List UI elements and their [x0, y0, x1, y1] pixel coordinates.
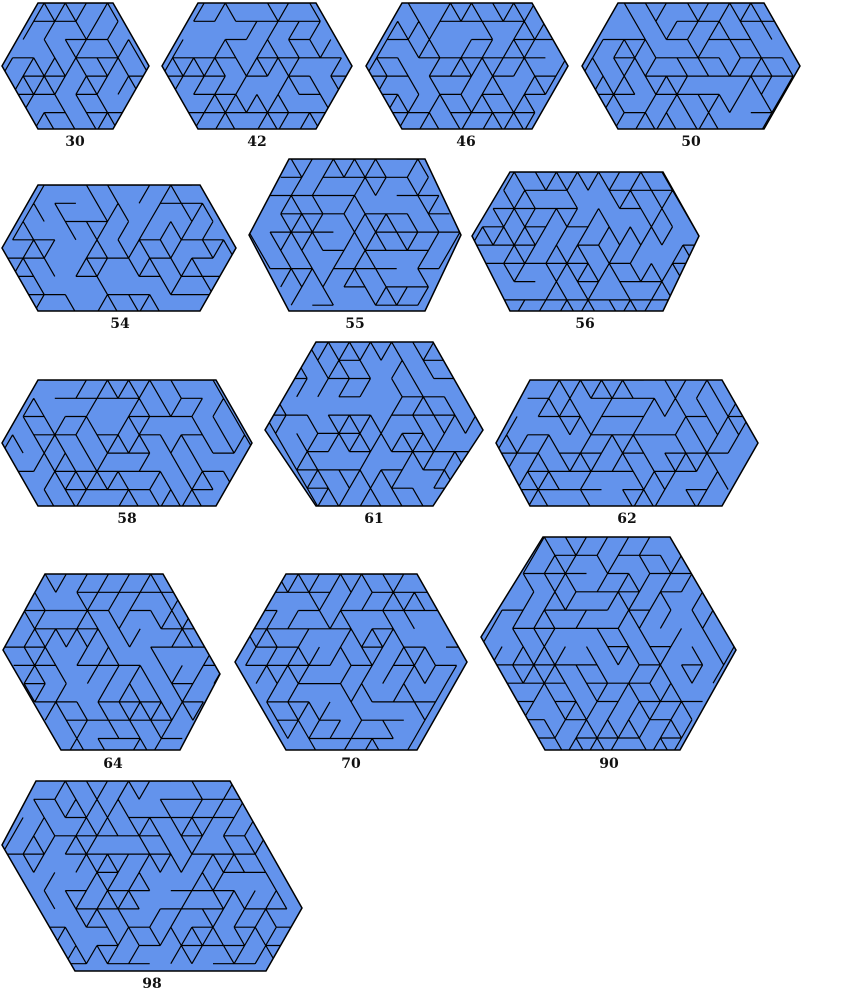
- tiling-fill: [481, 537, 736, 750]
- tiling-label: 90: [599, 756, 619, 772]
- tiling-label: 30: [65, 134, 85, 150]
- tile-edge-path: [2, 380, 252, 506]
- tiling-fill: [162, 3, 352, 129]
- tile-edges: [249, 159, 461, 306]
- tiling-54: 54: [1, 184, 237, 332]
- tiling-50: 50: [581, 2, 801, 150]
- tiling-fill: [265, 342, 483, 506]
- tiling-fill: [582, 3, 800, 129]
- tile-edges: [2, 781, 298, 965]
- tile-edges: [472, 172, 699, 311]
- tiling-46: 46: [365, 2, 569, 150]
- tiling-fill: [249, 159, 461, 311]
- tiling-fill: [235, 574, 467, 750]
- tiling-outline: [1, 379, 253, 507]
- tiling-outline: [480, 536, 737, 751]
- tiling-outline: [471, 171, 700, 312]
- tiling-fill: [2, 3, 149, 129]
- tiling-55: 55: [248, 158, 462, 332]
- tiling-outline: [264, 341, 484, 507]
- tile-edge-path: [245, 574, 467, 750]
- tile-edge-path: [2, 3, 149, 129]
- tiling-outline: [248, 158, 462, 312]
- tile-edges: [582, 3, 794, 129]
- tiling-label: 70: [341, 756, 361, 772]
- tiling-61: 61: [264, 341, 484, 527]
- tiling-label: 64: [103, 756, 123, 772]
- tiling-fill: [2, 781, 302, 971]
- tiling-label: 50: [681, 134, 701, 150]
- tile-edges: [3, 574, 220, 750]
- tile-edges: [481, 537, 735, 750]
- tiling-outline: [365, 2, 569, 130]
- tile-edge-path: [366, 3, 568, 129]
- tiling-62: 62: [495, 379, 759, 527]
- tiling-58: 58: [1, 379, 253, 527]
- tiling-outline: [1, 2, 150, 130]
- tile-edge-path: [582, 3, 794, 129]
- tile-edges: [496, 380, 750, 506]
- tiling-fill: [2, 185, 236, 311]
- tiling-outline: [234, 573, 468, 751]
- tiling-fill: [2, 380, 252, 506]
- tiling-label: 56: [575, 316, 594, 332]
- tile-edge-path: [2, 781, 298, 965]
- tiling-fill: [496, 380, 758, 506]
- tiling-64: 64: [2, 573, 221, 772]
- tiling-outline: [1, 184, 237, 312]
- tile-edges: [265, 342, 477, 506]
- tiling-70: 70: [234, 573, 468, 772]
- tile-edge-path: [472, 172, 699, 311]
- tiling-label: 98: [142, 976, 161, 992]
- tiling-label: 55: [345, 316, 364, 332]
- tiling-fill: [3, 574, 220, 750]
- tiling-outline: [495, 379, 759, 507]
- tile-edge-path: [3, 574, 220, 750]
- tile-edge-path: [496, 380, 750, 506]
- tile-edge-path: [249, 159, 461, 306]
- tile-edges: [2, 185, 235, 311]
- tiling-98: 98: [1, 780, 303, 992]
- tiling-label: 62: [617, 511, 636, 527]
- tile-edges: [245, 574, 467, 750]
- tiling-outline: [1, 780, 303, 972]
- tiling-fill: [472, 172, 699, 311]
- tiling-label: 61: [364, 511, 383, 527]
- tiling-label: 42: [247, 134, 266, 150]
- tiling-outline: [2, 573, 221, 751]
- tiling-label: 46: [456, 134, 475, 150]
- tiling-56: 56: [471, 171, 700, 332]
- tile-edge-path: [162, 3, 352, 129]
- tile-edge-path: [481, 537, 735, 750]
- tiling-42: 42: [161, 2, 353, 150]
- tile-edges: [2, 380, 252, 506]
- tile-edge-path: [2, 185, 235, 311]
- tile-edge-path: [265, 342, 477, 506]
- tiling-90: 90: [480, 536, 737, 772]
- tile-edges: [366, 3, 568, 129]
- tiling-label: 54: [110, 316, 130, 332]
- tiling-outline: [581, 2, 801, 130]
- tiling-30: 30: [1, 2, 150, 150]
- tiling-outline: [161, 2, 353, 130]
- tile-edges: [2, 3, 149, 129]
- tiling-label: 58: [117, 511, 136, 527]
- tile-edges: [162, 3, 352, 129]
